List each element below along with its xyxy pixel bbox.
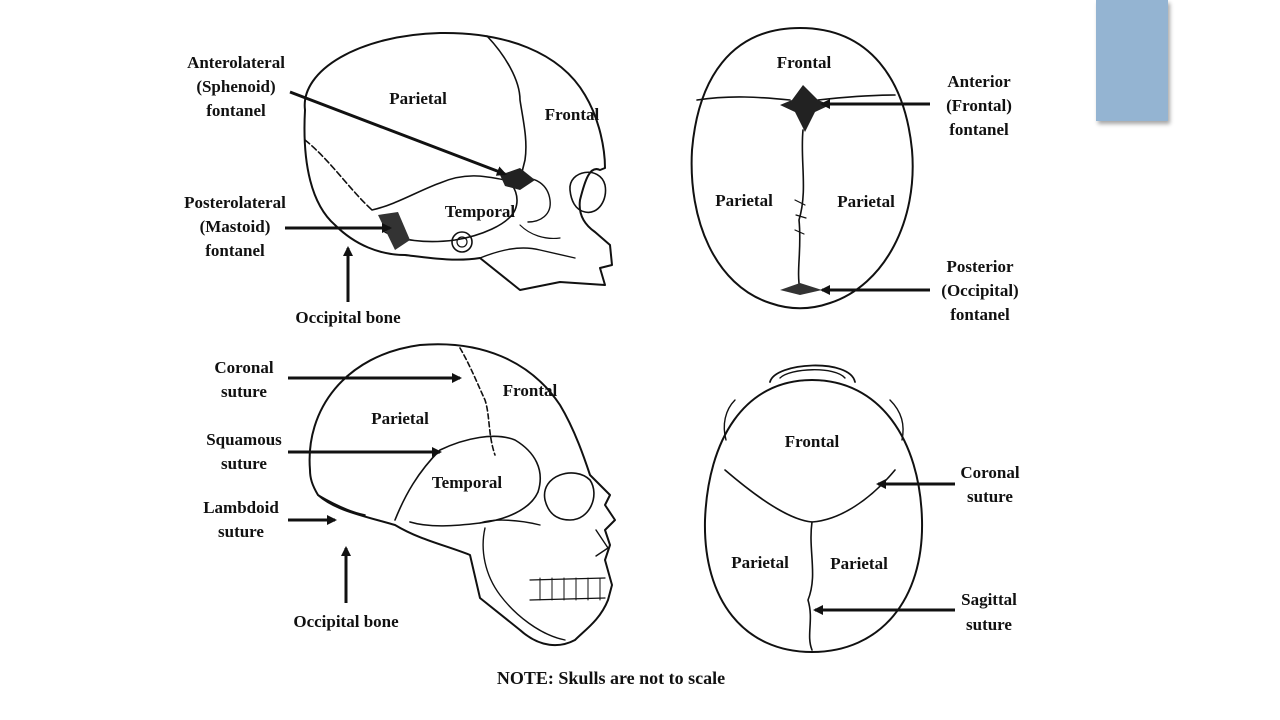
label-posterior-3: fontanel: [950, 305, 1010, 324]
label-posterior-1: Posterior: [946, 257, 1013, 276]
label-squamous-2: suture: [221, 454, 267, 473]
label-coronal-top-1: Coronal: [960, 463, 1019, 482]
label-temporal: Temporal: [445, 202, 515, 221]
accent-block: [1096, 0, 1168, 121]
label-sagittal-2: suture: [966, 615, 1012, 634]
label-coronal-2: suture: [221, 382, 267, 401]
label-posterolateral-3: fontanel: [205, 241, 265, 260]
label-posterolateral-2: (Mastoid): [200, 217, 271, 236]
label-lambdoid-2: suture: [218, 522, 264, 541]
label-parietal-right: Parietal: [837, 192, 895, 211]
label-occipital-adult: Occipital bone: [293, 612, 399, 631]
label-squamous-1: Squamous: [206, 430, 282, 449]
label-parietal-adult-right: Parietal: [830, 554, 888, 573]
label-parietal-left: Parietal: [715, 191, 773, 210]
label-anterior-1: Anterior: [947, 72, 1011, 91]
adult-superior-skull: [703, 364, 924, 653]
label-parietal-adult-left: Parietal: [731, 553, 789, 572]
note-text: NOTE: Skulls are not to scale: [497, 668, 725, 688]
label-anterior-2: (Frontal): [946, 96, 1012, 115]
label-frontal: Frontal: [545, 105, 600, 124]
arrow-anterolateral: [289, 90, 507, 176]
label-frontal-adult: Frontal: [503, 381, 558, 400]
label-coronal-1: Coronal: [214, 358, 273, 377]
label-frontal-adult-top: Frontal: [785, 432, 840, 451]
label-coronal-top-2: suture: [967, 487, 1013, 506]
label-anterolateral-3: fontanel: [206, 101, 266, 120]
label-anterolateral-1: Anterolateral: [187, 53, 285, 72]
label-parietal: Parietal: [389, 89, 447, 108]
label-anterolateral-2: (Sphenoid): [196, 77, 275, 96]
label-parietal-adult: Parietal: [371, 409, 429, 428]
label-anterior-3: fontanel: [949, 120, 1009, 139]
label-posterolateral-1: Posterolateral: [184, 193, 286, 212]
label-frontal-top: Frontal: [777, 53, 832, 72]
label-lambdoid-1: Lambdoid: [203, 498, 279, 517]
label-occipital-infant: Occipital bone: [295, 308, 401, 327]
infant-lateral-skull: [303, 31, 613, 291]
label-posterior-2: (Occipital): [941, 281, 1018, 300]
label-sagittal-1: Sagittal: [961, 590, 1017, 609]
adult-lateral-skull: [308, 343, 616, 647]
label-temporal-adult: Temporal: [432, 473, 502, 492]
